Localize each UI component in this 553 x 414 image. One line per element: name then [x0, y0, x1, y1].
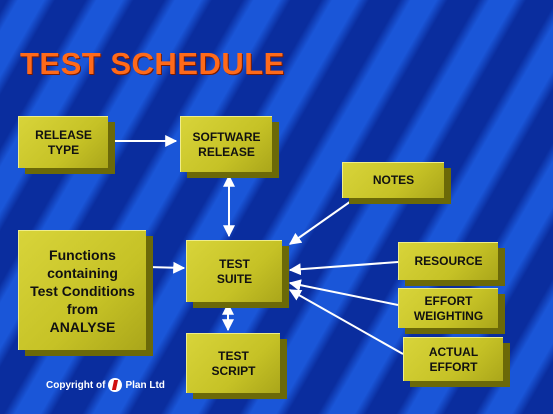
copyright-footer: Copyright of Plan Ltd: [46, 378, 165, 392]
resource-label: RESOURCE: [414, 254, 483, 268]
actual-effort-box: ACTUAL EFFORT: [403, 337, 503, 381]
release-type-box: RELEASE TYPE: [18, 116, 108, 168]
test-script-label: TEST SCRIPT: [211, 348, 256, 378]
software-release-box: SOFTWARE RELEASE: [180, 116, 272, 172]
notes-box: NOTES: [342, 162, 444, 198]
actual-effort-label: ACTUAL EFFORT: [428, 344, 479, 374]
test-suite-box: TEST SUITE: [186, 240, 282, 302]
test-suite-label: TEST SUITE: [216, 256, 253, 286]
resource-box: RESOURCE: [398, 242, 498, 280]
release-type-label: RELEASE TYPE: [35, 127, 92, 157]
effort-weighting-label: EFFORT WEIGHTING: [413, 293, 484, 323]
effort-weighting-box: EFFORT WEIGHTING: [398, 288, 498, 328]
company-name: Plan Ltd: [125, 379, 165, 391]
arrow-resource-to-test-suite: [288, 261, 399, 276]
test-script-box: TEST SCRIPT: [186, 333, 280, 393]
page-title: TEST SCHEDULE: [20, 46, 285, 81]
arrow-actual-effort-to-test-suite: [288, 289, 404, 355]
notes-label: NOTES: [372, 173, 415, 187]
arrow-notes-to-test-suite: [289, 198, 355, 245]
software-release-label: SOFTWARE RELEASE: [192, 129, 261, 159]
functions-label: Functions containing Test Conditions fro…: [30, 246, 135, 335]
copyright-prefix: Copyright of: [46, 379, 106, 391]
arrow-functions-to-test-suite: [147, 261, 186, 274]
arrow-effort-weighting-to-test-suite: [288, 279, 399, 306]
functions-box: Functions containing Test Conditions fro…: [18, 230, 146, 350]
company-logo-icon: [108, 378, 123, 392]
